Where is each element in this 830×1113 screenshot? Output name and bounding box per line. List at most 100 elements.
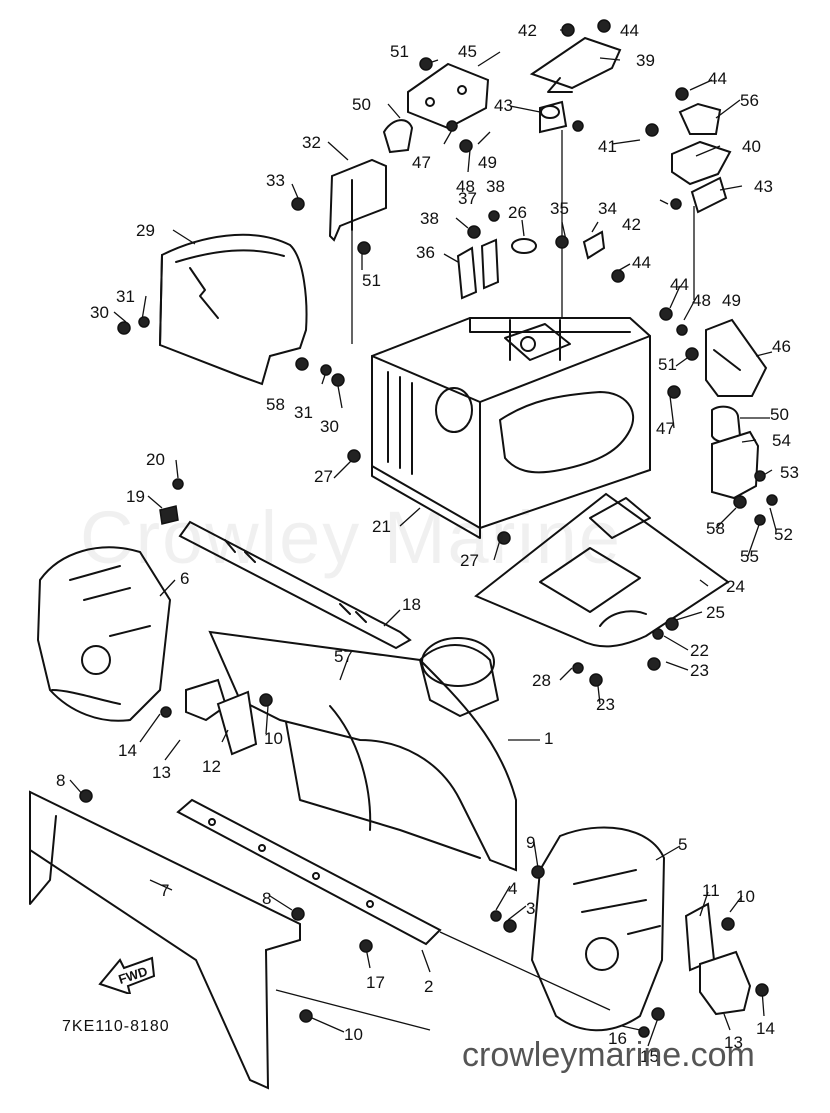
callout-51: 51 <box>390 42 409 61</box>
callout-58: 58 <box>266 395 285 414</box>
callout-labels: 51 45 42 44 39 44 56 50 43 41 40 32 47 4… <box>56 21 799 1066</box>
callout-19: 19 <box>126 487 145 506</box>
side-bracket <box>705 318 768 500</box>
callout-44: 44 <box>620 21 639 40</box>
callout-49: 49 <box>478 153 497 172</box>
callout-10: 10 <box>344 1025 363 1044</box>
auger-housing <box>208 630 517 872</box>
callout-46: 46 <box>772 337 791 356</box>
callout-32: 32 <box>302 133 321 152</box>
callout-49: 49 <box>722 291 741 310</box>
callout-13: 13 <box>724 1033 743 1052</box>
callout-51: 51 <box>362 271 381 290</box>
callout-16: 16 <box>608 1029 627 1048</box>
callout-44: 44 <box>708 69 727 88</box>
callout-52: 52 <box>774 525 793 544</box>
callout-8: 8 <box>262 889 271 908</box>
callout-37: 37 <box>458 189 477 208</box>
callout-23: 23 <box>690 661 709 680</box>
callout-5: 5 <box>678 835 687 854</box>
callout-13: 13 <box>152 763 171 782</box>
callout-23: 23 <box>596 695 615 714</box>
callout-42: 42 <box>518 21 537 40</box>
callout-47: 47 <box>412 153 431 172</box>
callout-2: 2 <box>424 977 433 996</box>
callout-10: 10 <box>736 887 755 906</box>
callout-20: 20 <box>146 450 165 469</box>
front-shield <box>29 790 301 1090</box>
callout-43: 43 <box>494 96 513 115</box>
callout-12: 12 <box>202 757 221 776</box>
callout-1: 1 <box>544 729 553 748</box>
callout-48: 48 <box>456 177 475 196</box>
callout-44: 44 <box>632 253 651 272</box>
callout-22: 22 <box>690 641 709 660</box>
callout-6: 6 <box>180 569 189 588</box>
callout-43: 43 <box>754 177 773 196</box>
callout-14: 14 <box>118 741 137 760</box>
callout-38: 38 <box>420 209 439 228</box>
callout-38: 38 <box>486 177 505 196</box>
callout-9: 9 <box>526 833 535 852</box>
callout-51: 51 <box>658 355 677 374</box>
callout-55: 55 <box>740 547 759 566</box>
left-side-plate <box>36 546 172 722</box>
callout-31: 31 <box>294 403 313 422</box>
callout-18: 18 <box>402 595 421 614</box>
callout-54: 54 <box>772 431 791 450</box>
small-parts <box>456 230 606 300</box>
callout-57: 57 <box>334 647 353 666</box>
right-bearing-brackets <box>185 678 752 1016</box>
right-side-plate <box>530 826 666 1032</box>
callout-10: 10 <box>264 729 283 748</box>
rubber-mounts <box>382 100 742 443</box>
fwd-arrow-icon: FWD <box>98 956 156 994</box>
callout-34: 34 <box>598 199 617 218</box>
callout-50: 50 <box>770 405 789 424</box>
callout-48: 48 <box>692 291 711 310</box>
site-watermark: crowleymarine.com <box>462 1036 755 1074</box>
callout-27: 27 <box>460 551 479 570</box>
belt-cover <box>158 233 308 386</box>
callout-8: 8 <box>56 771 65 790</box>
callout-41: 41 <box>598 137 617 156</box>
callout-17: 17 <box>366 973 385 992</box>
callout-39: 39 <box>636 51 655 70</box>
drawing-code: 7KE110-8180 <box>62 1018 170 1035</box>
callout-29: 29 <box>136 221 155 240</box>
callout-4: 4 <box>508 879 517 898</box>
callout-33: 33 <box>266 171 285 190</box>
frame-housing <box>371 317 651 539</box>
callout-30: 30 <box>320 417 339 436</box>
watermark: Crowley Marine <box>80 496 623 579</box>
callout-24: 24 <box>726 577 745 596</box>
callout-36: 36 <box>416 243 435 262</box>
callout-14: 14 <box>756 1019 775 1038</box>
callout-27: 27 <box>314 467 333 486</box>
callout-30: 30 <box>90 303 109 322</box>
callout-26: 26 <box>508 203 527 222</box>
scraper-bar <box>176 798 442 946</box>
callout-15: 15 <box>640 1047 659 1066</box>
callout-45: 45 <box>458 42 477 61</box>
bottom-plate <box>474 492 730 648</box>
callout-56: 56 <box>740 91 759 110</box>
callout-21: 21 <box>372 517 391 536</box>
auger-shaft <box>159 505 412 650</box>
callout-11: 11 <box>702 881 720 900</box>
callout-40: 40 <box>742 137 761 156</box>
callout-25: 25 <box>706 603 725 622</box>
callout-31: 31 <box>116 287 135 306</box>
callout-42: 42 <box>622 215 641 234</box>
callout-47: 47 <box>656 419 675 438</box>
callout-7: 7 <box>160 881 169 900</box>
callout-3: 3 <box>526 899 535 918</box>
fasteners <box>79 19 778 1038</box>
callout-58: 58 <box>706 519 725 538</box>
callout-50: 50 <box>352 95 371 114</box>
callout-53: 53 <box>780 463 799 482</box>
callout-44: 44 <box>670 275 689 294</box>
callout-28: 28 <box>532 671 551 690</box>
callout-35: 35 <box>550 199 569 218</box>
